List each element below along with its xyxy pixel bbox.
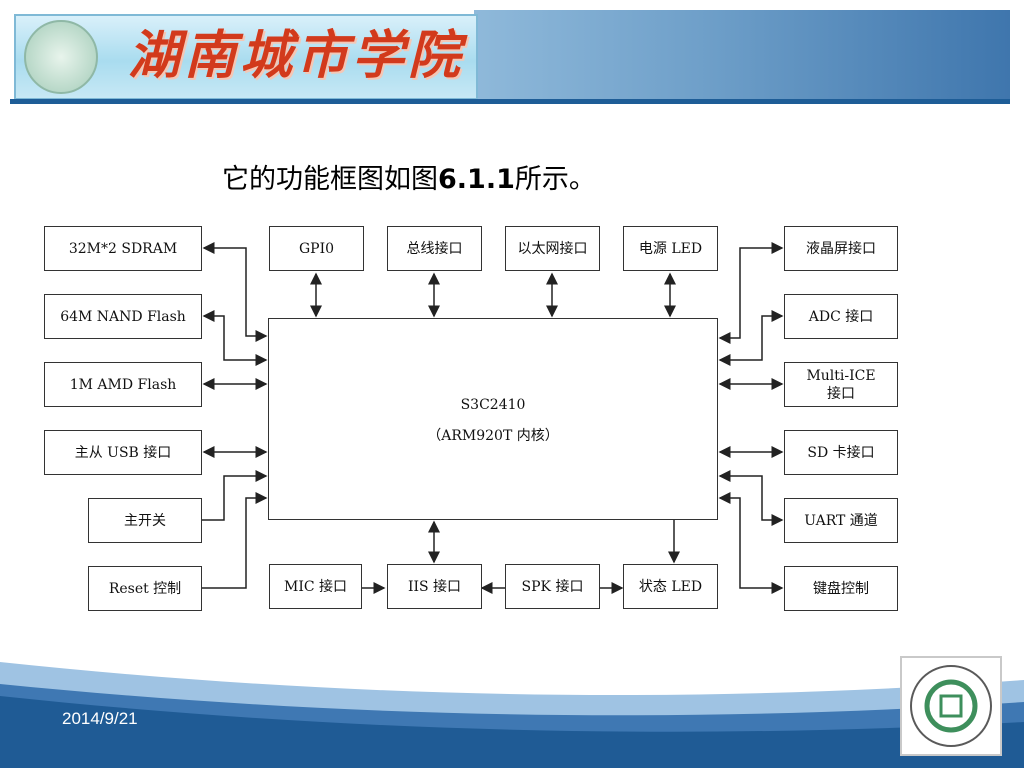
block-usb: 主从 USB 接口 <box>44 430 202 475</box>
block-status-led: 状态 LED <box>623 564 718 609</box>
banner-gradient <box>474 10 1010 100</box>
wire-nand <box>202 310 268 366</box>
block-multi-ice: Multi-ICE 接口 <box>784 362 898 407</box>
block-lcd: 液晶屏接口 <box>784 226 898 271</box>
wire-adc <box>718 310 784 366</box>
university-logo-icon <box>900 656 1002 756</box>
banner-divider <box>10 99 1010 104</box>
wire-keyboard <box>718 492 784 594</box>
block-bus-interface: 总线接口 <box>387 226 482 271</box>
block-spk: SPK 接口 <box>505 564 600 609</box>
block-adc: ADC 接口 <box>784 294 898 339</box>
core-chip-name: S3C2410 <box>460 397 526 413</box>
slide-heading: 它的功能框图如图6.1.1所示。 <box>222 160 596 200</box>
block-sd-card: SD 卡接口 <box>784 430 898 475</box>
block-uart: UART 通道 <box>784 498 898 543</box>
block-mic: MIC 接口 <box>269 564 362 609</box>
block-iis: IIS 接口 <box>387 564 482 609</box>
block-reset: Reset 控制 <box>88 566 202 611</box>
block-sdram: 32M*2 SDRAM <box>44 226 202 271</box>
header-banner: 湖南城市学院 <box>0 0 1024 110</box>
wire-reset <box>202 492 268 589</box>
block-nand-flash: 64M NAND Flash <box>44 294 202 339</box>
heading-suffix: 所示。 <box>514 164 596 195</box>
block-power-led: 电源 LED <box>623 226 718 271</box>
block-ethernet: 以太网接口 <box>505 226 600 271</box>
slide-date: 2014/9/21 <box>62 709 138 728</box>
footer-wave <box>0 662 1024 768</box>
heading-prefix: 它的功能框图如图 <box>222 164 438 195</box>
wire-lcd <box>718 242 784 344</box>
block-amd-flash: 1M AMD Flash <box>44 362 202 407</box>
s3c2410-core-block: S3C2410 （ARM920T 内核） <box>268 318 718 520</box>
figure-number: 6.1.1 <box>438 164 515 195</box>
wire-sdram <box>202 242 268 342</box>
core-chip-subtitle: （ARM920T 内核） <box>427 428 559 444</box>
block-power-switch: 主开关 <box>88 498 202 543</box>
university-seal-icon <box>24 20 98 94</box>
block-keyboard: 键盘控制 <box>784 566 898 611</box>
block-gpio: GPI0 <box>269 226 364 271</box>
wire-power-switch <box>202 470 268 521</box>
university-name: 湖南城市学院 <box>128 25 465 86</box>
